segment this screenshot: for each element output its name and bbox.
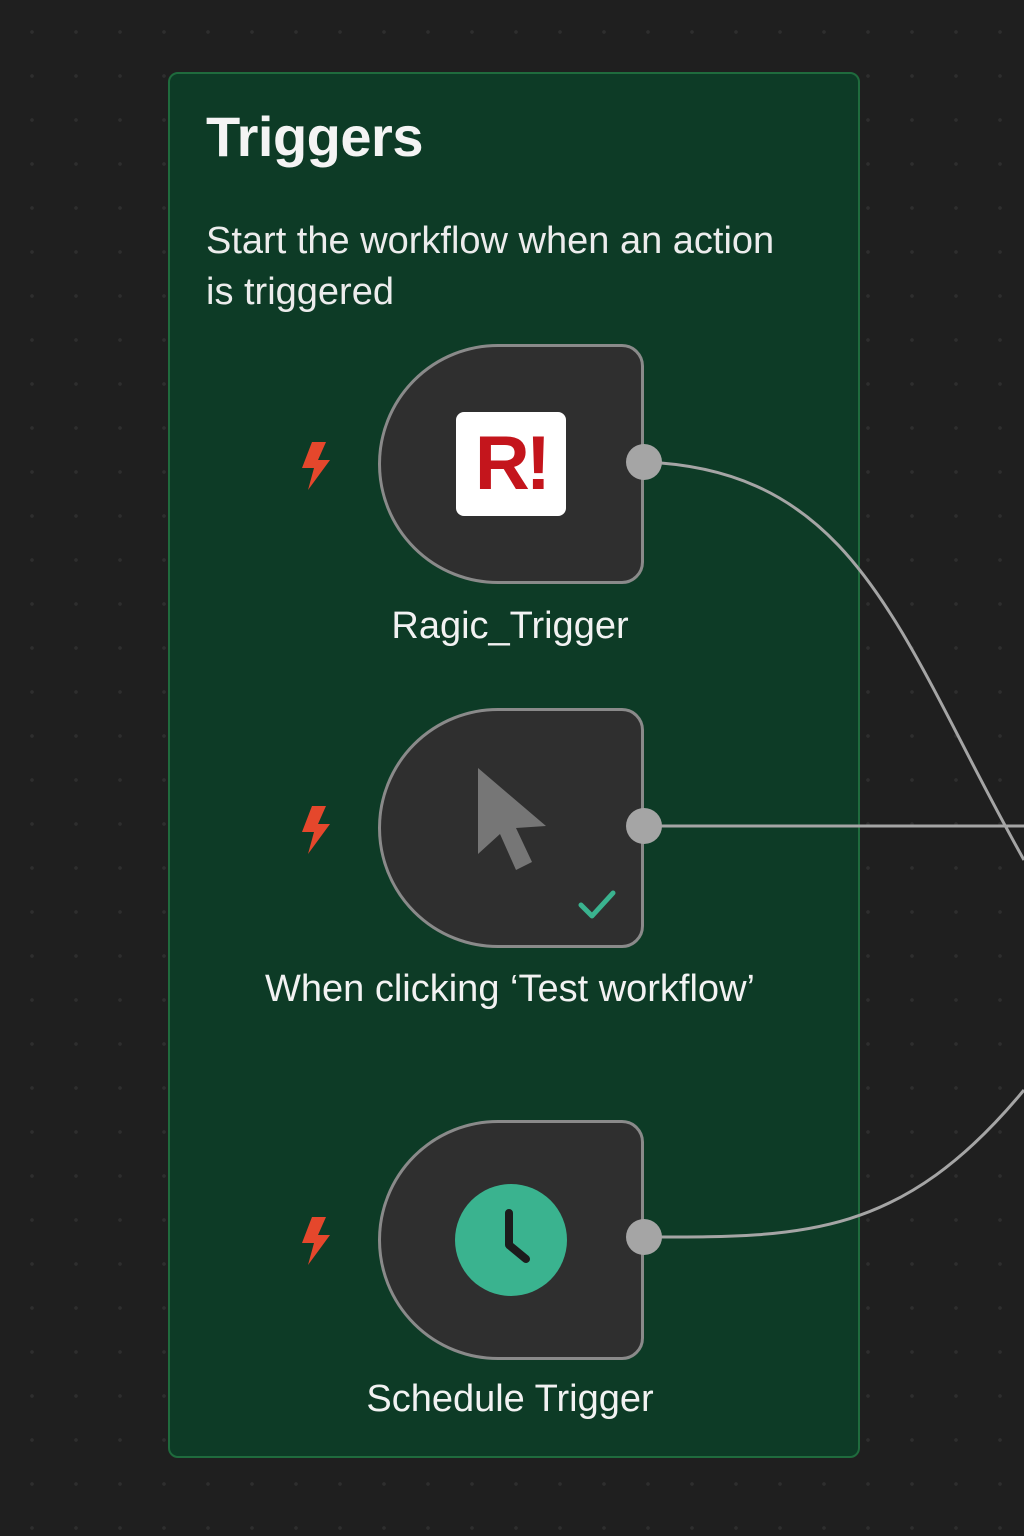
clock-icon bbox=[455, 1184, 567, 1296]
success-check-icon bbox=[578, 890, 616, 919]
schedule-trigger-output-handle[interactable] bbox=[626, 1219, 662, 1255]
schedule-trigger-label: Schedule Trigger bbox=[366, 1378, 654, 1420]
sticky-note-description: Start the workflow when an action is tri… bbox=[206, 220, 775, 313]
trigger-bolt-icon bbox=[302, 442, 330, 490]
sticky-note-title: Triggers bbox=[206, 105, 423, 168]
ragic-trigger-node[interactable]: R! bbox=[378, 344, 644, 584]
schedule-trigger-node[interactable] bbox=[378, 1120, 644, 1360]
trigger-bolt-icon bbox=[302, 1217, 330, 1265]
manual-trigger-output-handle[interactable] bbox=[626, 808, 662, 844]
ragic-logo-icon: R! bbox=[456, 412, 566, 516]
manual-trigger-node[interactable] bbox=[378, 708, 644, 948]
trigger-bolt-icon bbox=[302, 806, 330, 854]
ragic-trigger-output-handle[interactable] bbox=[626, 444, 662, 480]
mouse-cursor-icon bbox=[478, 768, 546, 870]
ragic-trigger-label: Ragic_Trigger bbox=[391, 605, 629, 647]
manual-trigger-label: When clicking ‘Test workflow’ bbox=[265, 968, 755, 1010]
